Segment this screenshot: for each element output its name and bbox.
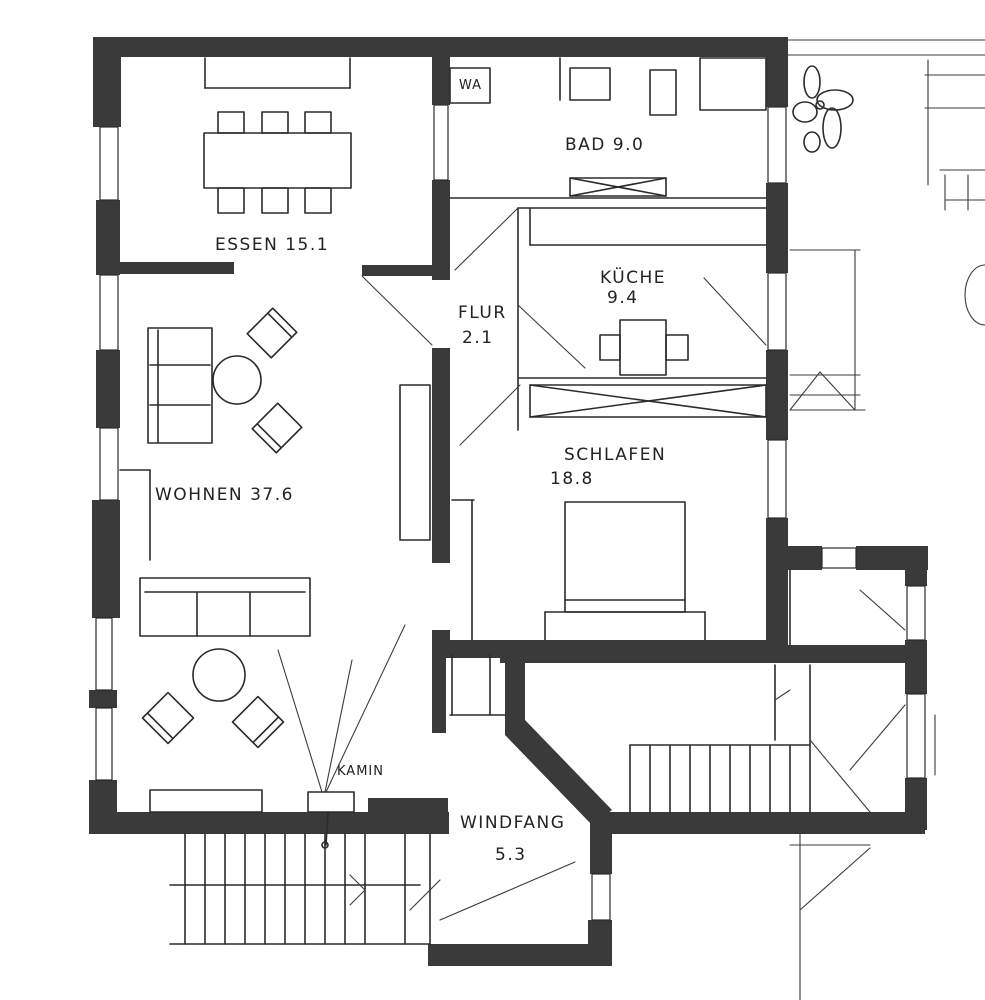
stairs: [169, 569, 936, 1000]
room-label-kueche-area: 9.4: [607, 288, 639, 308]
room-label-schlafen-name: SCHLAFEN: [564, 445, 666, 465]
wa-label: WA: [459, 78, 482, 93]
windows: [95, 104, 926, 921]
room-labels: WA ESSEN 15.1 BAD 9.0 KÜCHE 9.4 FLUR 2.1…: [155, 78, 666, 865]
living-furniture: [119, 275, 433, 849]
room-label-wohnen: WOHNEN 37.6: [155, 485, 294, 505]
room-label-kueche-name: KÜCHE: [600, 266, 666, 288]
dining-table: [203, 57, 352, 214]
walls: [89, 37, 928, 966]
room-label-flur-name: FLUR: [458, 303, 507, 323]
room-label-windfang-area: 5.3: [495, 845, 527, 865]
terrace: [786, 39, 985, 411]
room-label-bad: BAD 9.0: [565, 135, 644, 155]
bathroom-fixtures: [449, 57, 767, 197]
room-label-flur-area: 2.1: [462, 328, 494, 348]
plant-icon: [792, 65, 854, 153]
kitchen-fixtures: [449, 197, 767, 431]
room-label-schlafen-area: 18.8: [550, 469, 594, 489]
room-label-windfang-name: WINDFANG: [460, 813, 565, 833]
bedroom-furniture: [451, 384, 767, 641]
kamin-label: KAMIN: [337, 764, 384, 779]
room-label-essen: ESSEN 15.1: [215, 235, 329, 255]
